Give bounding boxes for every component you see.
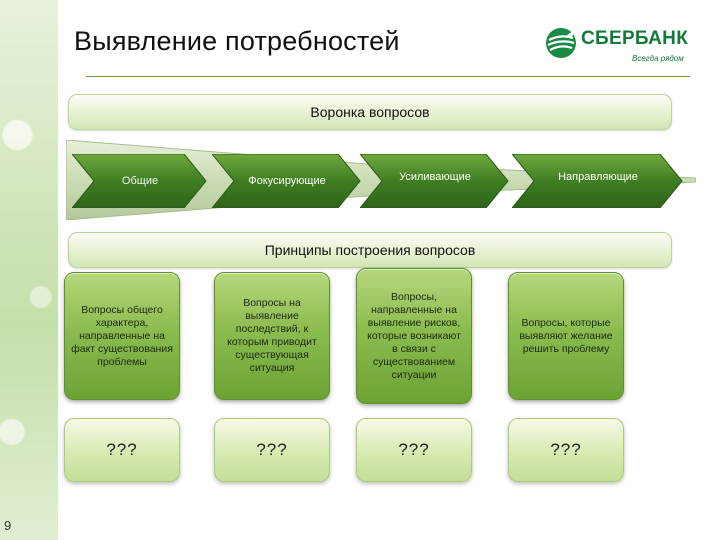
funnel-stage-arrow-2 <box>212 154 361 208</box>
decorative-side-strip <box>0 0 58 540</box>
principle-box-4: Вопросы, которые выявляют желание решить… <box>508 272 624 400</box>
principles-header-band: Принципы построения вопросов <box>68 232 672 268</box>
header-divider <box>86 76 690 77</box>
principle-box-1: Вопросы общего характера, направленные н… <box>64 272 180 400</box>
principle-text-3: Вопросы, направленные на выявление риско… <box>367 290 461 381</box>
principles-header-label: Принципы построения вопросов <box>264 242 476 258</box>
placeholder-box-2: ??? <box>214 418 330 482</box>
placeholder-box-4: ??? <box>508 418 624 482</box>
funnel-stage-arrow-4 <box>512 154 683 208</box>
principle-box-2: Вопросы на выявление последствий, к кото… <box>214 272 330 400</box>
funnel-stage-2-label: Фокусирующие <box>248 175 326 187</box>
funnel-stage-3-label: Усиливающие <box>399 171 471 183</box>
funnel-stage-arrow-1 <box>72 154 207 208</box>
sberbank-logo: СБЕРБАНК Всегда рядом <box>544 26 694 70</box>
sberbank-logo-icon <box>546 28 576 58</box>
funnel-stage-1-label: Общие <box>121 175 159 187</box>
principle-text-4: Вопросы, которые выявляют желание решить… <box>519 316 613 355</box>
page-title: Выявление потребностей <box>74 26 400 56</box>
logo-wordmark: СБЕРБАНК <box>581 28 689 49</box>
principle-text-2: Вопросы на выявление последствий, к кото… <box>227 297 317 374</box>
funnel-stage-4-label: Направляющие <box>558 171 638 183</box>
funnel-header-band: Воронка вопросов <box>68 94 672 130</box>
page-number: 9 <box>4 518 12 533</box>
logo-tagline: Всегда рядом <box>632 54 684 63</box>
principle-box-3: Вопросы, направленные на выявление риско… <box>356 268 472 404</box>
placeholder-box-3: ??? <box>356 418 472 482</box>
funnel-header-label: Воронка вопросов <box>310 104 430 120</box>
funnel-stage-arrow-3 <box>360 154 509 208</box>
principle-text-1: Вопросы общего характера, направленные н… <box>71 303 173 368</box>
placeholder-box-1: ??? <box>64 418 180 482</box>
